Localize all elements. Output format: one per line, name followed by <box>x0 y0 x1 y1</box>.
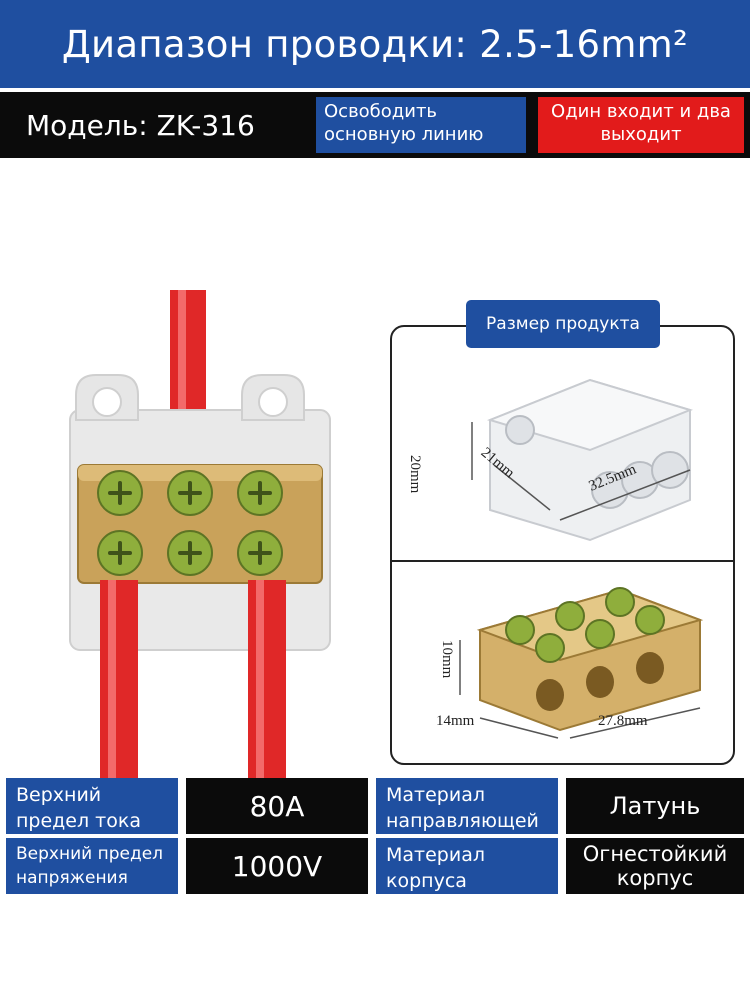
spec-value-current: 80A <box>186 778 368 834</box>
spec-value-rail-material: Латунь <box>566 778 744 834</box>
dimension-label: 27.8mm <box>598 713 648 729</box>
product-photo-brass-bar <box>459 587 704 739</box>
dimension-label: 14mm <box>436 713 475 729</box>
page-title: Диапазон проводки: 2.5-16mm² <box>0 0 750 88</box>
dimension-label: 10mm <box>439 640 455 679</box>
feature-badge-free-line: Освободить основную линию <box>316 97 526 153</box>
panel-divider <box>392 560 733 562</box>
spec-value-body-material: Огнестойкий корпус <box>566 838 744 894</box>
product-photo-connector <box>69 290 331 780</box>
size-panel-title: Размер продукта <box>466 300 660 348</box>
spec-label-rail-material: Материал направляющей <box>376 778 558 834</box>
spec-label-current: Верхний предел тока <box>6 778 178 834</box>
feature-badge-one-in-two-out: Один входит и два выходит <box>538 97 744 153</box>
spec-value-voltage: 1000V <box>186 838 368 894</box>
dimension-label: 20mm <box>407 455 423 494</box>
product-photo-housing <box>471 378 694 542</box>
model-label: Модель: ZK-316 <box>26 108 255 142</box>
spec-label-body-material: Материал корпуса <box>376 838 558 894</box>
spec-label-voltage: Верхний предел напряжения <box>6 838 178 894</box>
